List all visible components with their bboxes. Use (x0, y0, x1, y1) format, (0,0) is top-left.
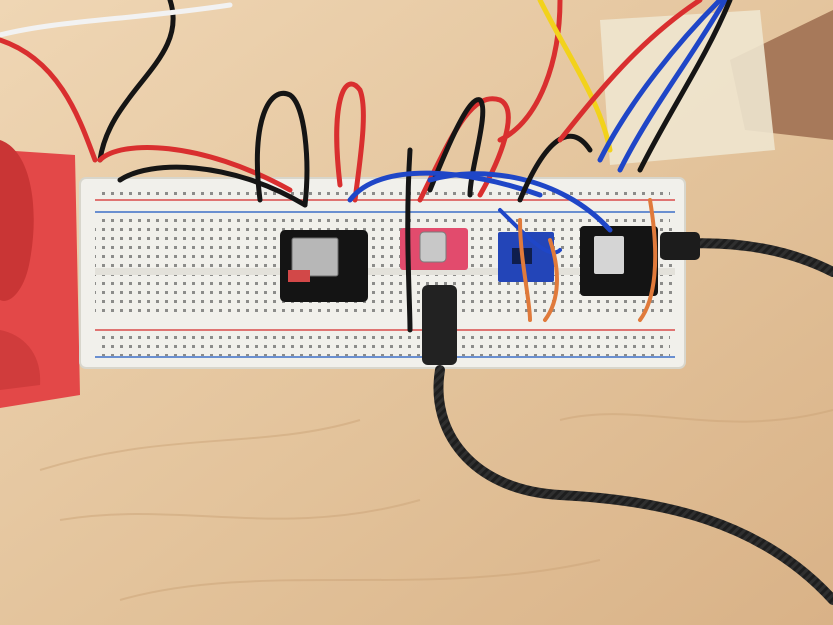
jumper-wires (0, 0, 733, 333)
second-microcontroller-board (580, 226, 658, 296)
usb-c-breakout-board (400, 228, 468, 270)
usb-cables (422, 232, 833, 605)
microcontroller-board-with-sd-slot (280, 230, 368, 302)
red-3d-printed-holder (0, 140, 80, 408)
usb-c-connector-icon (419, 231, 447, 263)
wood-grain (39, 409, 833, 601)
sd-card-slot-icon (291, 237, 339, 277)
